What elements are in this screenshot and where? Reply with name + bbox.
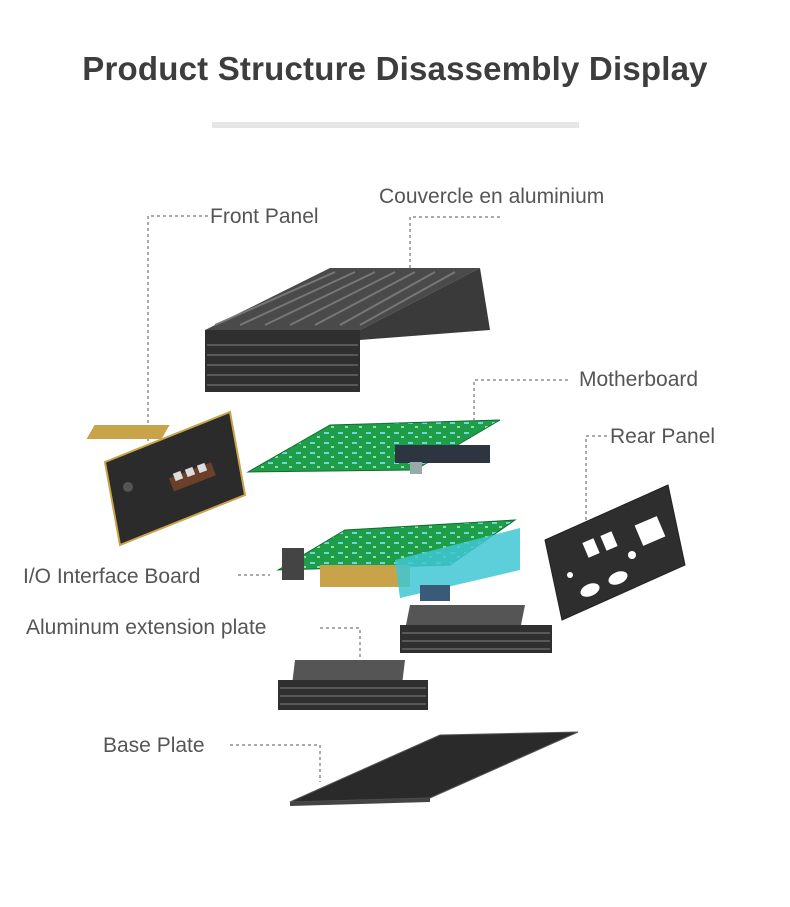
io-board-part	[276, 519, 520, 601]
motherboard-part	[86, 419, 501, 474]
label-rear-panel: Rear Panel	[610, 425, 716, 448]
leader-lines	[147, 215, 607, 782]
title-underline	[212, 122, 579, 128]
front-panel-part	[103, 410, 247, 547]
leader-base-plate	[230, 744, 321, 782]
leader-rear-panel	[585, 435, 607, 520]
leader-aluminum-cover	[409, 216, 500, 268]
label-base-plate: Base Plate	[103, 734, 205, 757]
label-aluminum-cover: Couvercle en aluminium	[379, 185, 605, 208]
label-front-panel: Front Panel	[210, 205, 319, 228]
base-plate-part	[289, 731, 579, 806]
leader-front-panel	[147, 215, 208, 445]
label-extension-plate: Aluminum extension plate	[26, 616, 267, 639]
rear-panel-part	[544, 484, 686, 621]
extension-plates-part	[278, 605, 552, 710]
leader-extension-plate	[320, 627, 361, 660]
aluminum-cover-part	[205, 268, 490, 392]
leader-motherboard	[473, 379, 568, 420]
label-motherboard: Motherboard	[579, 368, 699, 391]
label-io-board: I/O Interface Board	[23, 565, 201, 588]
page-title: Product Structure Disassembly Display	[82, 50, 708, 87]
